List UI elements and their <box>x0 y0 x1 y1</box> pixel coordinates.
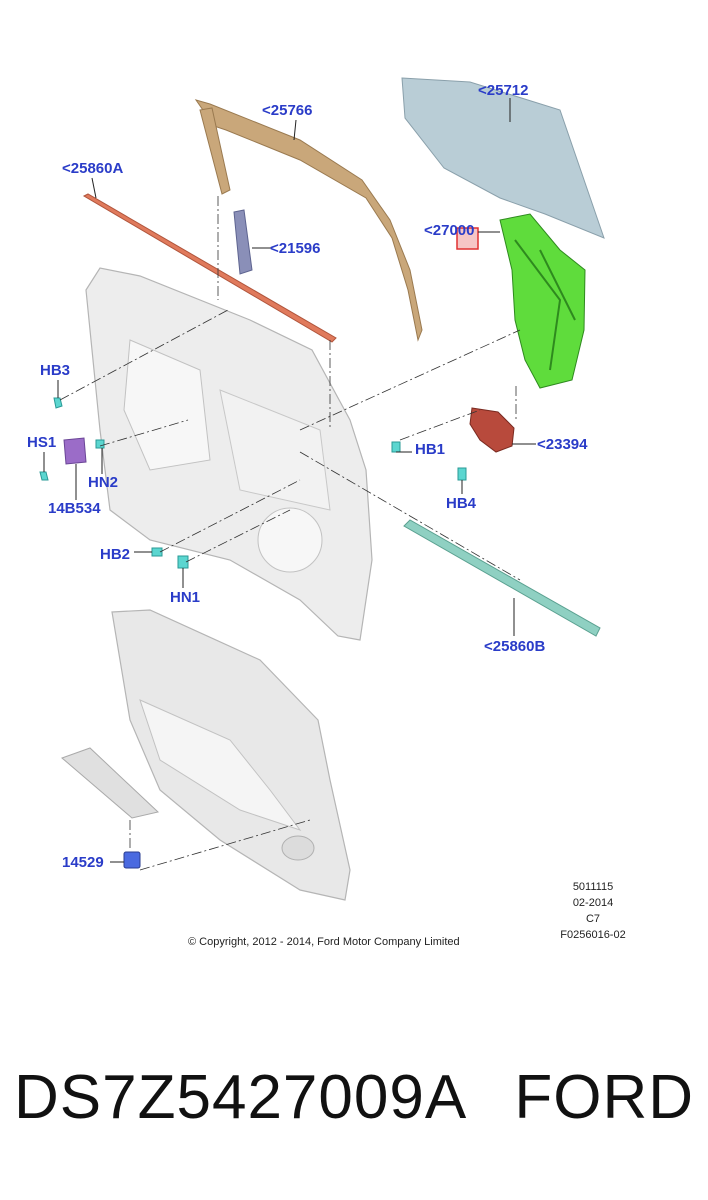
callout-hb1: HB1 <box>415 441 446 458</box>
drawing-id: 5011115 <box>572 881 614 893</box>
speaker-cutout <box>257 507 323 573</box>
callout-hb4: HB4 <box>446 495 477 512</box>
callout-21596: <21596 <box>270 240 321 257</box>
leader-lines <box>43 98 536 863</box>
window-regulator <box>499 213 586 389</box>
copyright-notice: © Copyright, 2012 - 2014, Ford Motor Com… <box>188 936 460 948</box>
callout-25860b: <25860B <box>484 638 546 655</box>
clip-hn1 <box>177 555 189 569</box>
highlight-marker <box>456 227 479 250</box>
footer: DS7Z5427009A FORD <box>0 1062 708 1162</box>
clip-hn2 <box>95 439 105 449</box>
callout-25860a: <25860A <box>62 160 124 177</box>
drawing-reference: F0256016-02 <box>560 929 626 941</box>
drawing-date: 02-2014 <box>572 897 614 909</box>
part-number: DS7Z5427009A <box>14 1063 468 1132</box>
callout-hb3: HB3 <box>40 362 71 379</box>
clip-hb4 <box>457 467 467 481</box>
panel-cutout-upper <box>123 339 211 471</box>
brand-name: FORD <box>514 1063 694 1132</box>
trim-speaker-grille <box>281 835 315 861</box>
switch-housing <box>63 437 87 465</box>
callout-25766: <25766 <box>262 102 313 119</box>
callout-hn2: HN2 <box>88 474 119 491</box>
clip-hs1 <box>39 471 49 481</box>
trim-armrest <box>139 699 302 831</box>
callout-14b534: 14B534 <box>48 500 101 517</box>
door-inner-panel <box>85 267 373 641</box>
fasteners <box>39 397 467 569</box>
weatherstrip-inner <box>403 519 601 637</box>
callout-hn1: HN1 <box>170 589 201 606</box>
window-frame-post <box>199 107 231 195</box>
callout-23394: <23394 <box>537 436 588 453</box>
drawing-metadata: 5011115 02-2014 C7 F0256016-02 <box>548 879 638 943</box>
exploded-door-diagram <box>39 77 605 901</box>
window-switch <box>123 851 141 869</box>
callout-25712: <25712 <box>478 82 529 99</box>
drawing-code: C7 <box>585 913 601 925</box>
window-frame <box>194 99 423 342</box>
callout-hb2: HB2 <box>100 546 131 563</box>
weatherstrip-outer <box>82 193 337 343</box>
clip-hb1 <box>391 441 401 453</box>
switch-bezel <box>61 747 160 819</box>
clip-hb2 <box>151 547 163 557</box>
regulator-cable <box>514 239 576 371</box>
panel-cutout-lower <box>219 389 331 511</box>
run-channel <box>233 209 253 275</box>
regulator-motor <box>469 407 515 453</box>
callout-14529: 14529 <box>62 854 104 871</box>
callout-hs1: HS1 <box>27 434 57 451</box>
dash-lines <box>59 196 521 871</box>
door-glass <box>401 77 605 239</box>
callout-27000: <27000 <box>424 222 475 239</box>
